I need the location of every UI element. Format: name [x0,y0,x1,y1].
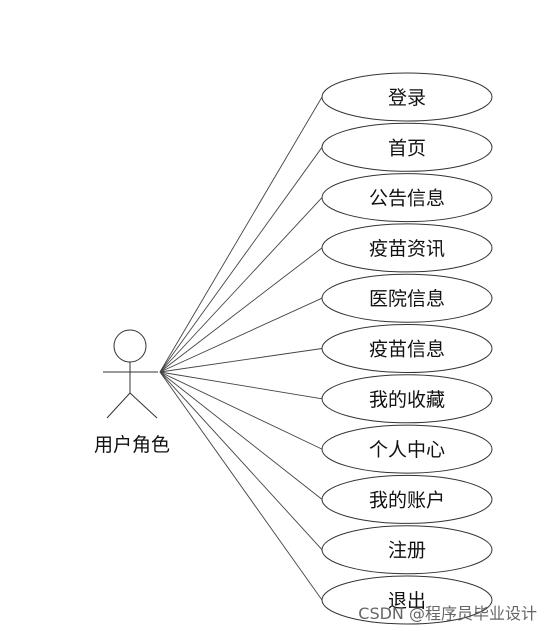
association-line [159,96,323,373]
use-case: 公告信息 [321,173,493,223]
use-case: 首页 [321,122,493,172]
use-case-label: 我的账户 [369,489,445,511]
use-case-ellipse [321,122,493,172]
use-case-ellipse [321,575,493,625]
use-case-label: 医院信息 [369,288,445,310]
actor-head [113,329,147,363]
use-case: 登录 [321,72,493,122]
use-case-label: 个人中心 [369,439,445,461]
use-case: 我的账户 [321,474,493,524]
actor-stick-figure [103,329,158,419]
association-line [159,147,323,373]
use-case: 个人中心 [321,424,493,474]
association-line [159,297,323,373]
association-line [159,247,323,373]
use-case-ellipse [321,72,493,122]
use-case-ellipse [321,324,493,373]
association-line [159,371,323,601]
use-case-label: 登录 [388,87,426,109]
association-line [159,348,323,373]
use-case-ellipse [321,525,493,575]
actor-label: 用户角色 [93,434,170,456]
association-lines [159,96,323,601]
use-case: 疫苗信息 [321,324,493,373]
use-case-label: 首页 [388,137,426,159]
use-case-label: 我的收藏 [369,389,445,411]
use-case: 注册 [321,525,493,575]
association-line [159,371,323,551]
use-case-label: 疫苗信息 [369,339,445,361]
use-case: 我的收藏 [321,374,493,424]
use-case-ellipse [321,273,493,323]
use-case-ellipse [321,474,493,524]
use-case-ellipse [321,374,493,424]
association-line [159,371,323,500]
use-case: 疫苗资讯 [321,223,493,273]
use-case-label: 公告信息 [369,188,445,210]
actor-right-leg [129,392,158,419]
use-case-label: 退出 [388,590,426,612]
watermark: CSDN @程序员毕业设计 [358,604,537,623]
association-line [159,197,323,373]
use-case-ellipse [321,223,493,273]
association-line [159,371,323,400]
use-case-label: 注册 [388,540,426,562]
association-line [159,371,323,450]
use-case-ellipse [321,424,493,474]
actor-left-leg [106,392,131,419]
use-case-ellipse [321,173,493,223]
use-case-label: 疫苗资讯 [369,238,445,260]
use-case: 退出 [321,575,493,625]
use-case: 医院信息 [321,273,493,323]
